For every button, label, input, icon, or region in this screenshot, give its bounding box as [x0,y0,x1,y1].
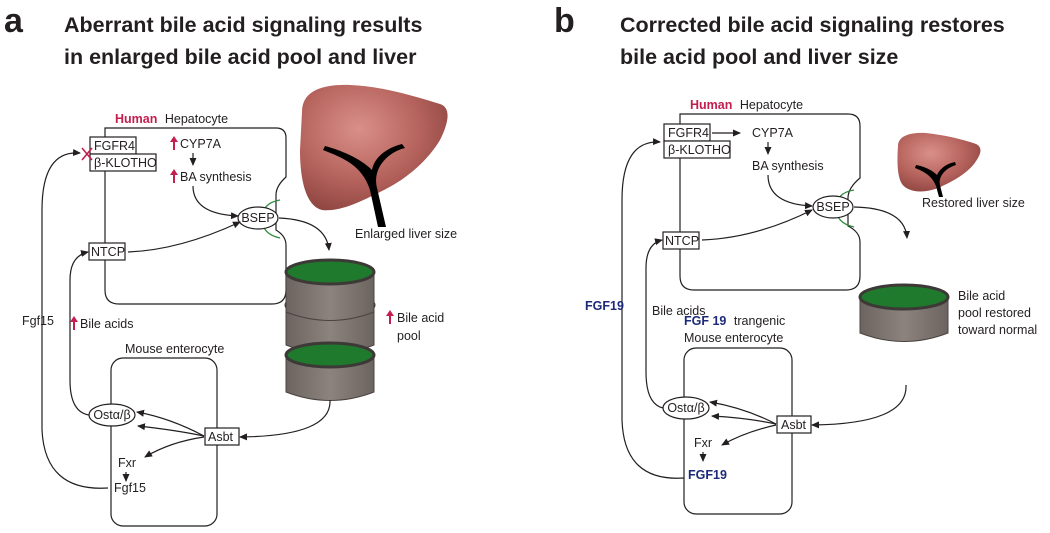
svg-text:FGF 19 trangenic: FGF 19 trangenic [684,314,785,328]
liver-bile-duct-b [915,162,956,197]
pool-label-line3-b: toward normal [958,323,1037,337]
ntcp-box-a [88,242,126,261]
asbt-to-ost-arrow-a [136,409,205,437]
panel-b-title-line2: bile acid pool and liver size [620,45,898,69]
bsep-label-b: BSEP [816,200,849,214]
cyp7a-label-a: CYP7A [180,137,222,151]
human-label-a: Human [115,112,157,126]
asbt-to-fxr-arrow-a [144,436,205,458]
up-arrow-icon [170,136,178,150]
restored-liver-caption: Restored liver size [922,196,1025,210]
klotho-box-b [663,140,731,159]
panel-b: b Corrected bile acid signaling restores… [554,2,1037,515]
asbt-box-b [776,415,812,434]
asbt-to-ost-arrow-a2 [137,423,205,437]
ba-synthesis-label-a: BA synthesis [180,170,252,184]
pool-cylinder [284,258,376,321]
asbt-box-a [204,427,240,446]
fgf15-cell-label: Fgf15 [114,481,146,495]
enlarged-liver-caption: Enlarged liver size [355,227,457,241]
block-x-icon [81,147,93,161]
panel-a-title-line2: in enlarged bile acid pool and liver [64,45,417,69]
fgf19-signal-arrow [621,138,685,479]
enterocyte-cell-b [683,347,793,515]
up-arrow-icon [170,169,178,183]
fgf19-left-label: FGF19 [585,299,624,313]
pool-label-line2-b: pool restored [958,306,1031,320]
fgf15-left-label: Fgf15 [22,314,54,328]
pool-label-line1-a: Bile acid [397,311,444,325]
bile-acid-return-arrow-b [645,238,664,409]
asbt-to-ost-arrow-b [709,399,777,425]
panel-b-title-line1: Corrected bile acid signaling restores [620,13,1005,37]
liver-bile-duct-a [323,144,405,227]
up-arrow-icon [70,316,78,330]
pool-label-line2-a: pool [397,329,421,343]
ba-synthesis-label-b: BA synthesis [752,159,824,173]
bsep-to-pool-arrow-a [278,217,332,251]
hepatocyte-cell-b [679,113,861,291]
hepatocyte-label-b: Hepatocyte [740,98,803,112]
pool-cylinder [284,341,376,401]
svg-text:Human Hepatocyte: Human Hepatocyte [115,112,228,126]
asbt-to-fxr-arrow-b [721,424,777,446]
panel-a-title-line1: Aberrant bile acid signaling results [64,13,422,37]
bsep-label-a: BSEP [241,211,274,225]
hepatocyte-label-a: Hepatocyte [165,112,228,126]
bile-acid-return-arrow-a [69,250,90,416]
enterocyte-cell-a [110,357,218,527]
panel-a: a Aberrant bile acid signaling results i… [4,2,457,527]
ntcp-box-b [662,231,700,250]
cyp7a-label-b: CYP7A [752,126,794,140]
synthesis-to-bsep-arrow-a [192,185,239,220]
synthesis-to-bsep-arrow-b [767,174,813,210]
ntcp-label-b: NTCP [665,234,699,248]
pool-label-line1-b: Bile acid [958,289,1005,303]
fgf15-signal-arrow [41,148,109,489]
fgf19-transgenic-label: FGF 19 [684,314,726,328]
enterocyte-label-b: Mouse enterocyte [684,331,783,345]
ost-label-a: Ostα/β [93,408,130,422]
enterocyte-label-a: Mouse enterocyte [125,342,224,356]
svg-text:Human Hepatocyte: Human Hepatocyte [690,98,803,112]
klotho-box-a [89,153,157,172]
pool-to-asbt-arrow-a [239,399,331,441]
human-label-b: Human [690,98,732,112]
up-arrow-icon [386,310,394,324]
klotho-label-b: β-KLOTHO [668,143,731,157]
enlarged-liver-image [300,84,448,211]
asbt-label-b: Asbt [781,418,807,432]
fgfr4-label-a: FGFR4 [94,139,135,153]
klotho-label-a: β-KLOTHO [94,156,157,170]
bsep-transporter-a [237,206,279,230]
transgenic-label: trangenic [734,314,785,328]
hepatocyte-cell-a [104,127,287,305]
restored-liver-image [897,132,981,192]
asbt-to-ost-arrow-b2 [711,412,777,425]
ntcp-to-bsep-arrow-b [701,209,813,241]
fgfr4-label-b: FGFR4 [668,126,709,140]
ost-label-b: Ostα/β [667,401,704,415]
asbt-label-a: Asbt [208,430,234,444]
bile-acids-label-b: Bile acids [652,304,706,318]
panel-a-letter: a [4,2,24,40]
bile-acids-label-a: Bile acids [80,317,134,331]
ntcp-to-bsep-arrow-a [127,221,241,253]
pool-to-asbt-arrow-b [811,384,907,429]
panel-b-letter: b [554,2,575,40]
fgf19-cell-label: FGF19 [688,468,727,482]
bsep-to-pool-arrow-b [853,206,911,239]
fxr-label-a: Fxr [118,456,136,470]
bile-acid-pool-stack-a [284,258,376,401]
bile-acid-pool-b [858,283,950,342]
ntcp-label-a: NTCP [91,245,125,259]
bsep-transporter-b [812,195,854,219]
fxr-label-b: Fxr [694,436,712,450]
